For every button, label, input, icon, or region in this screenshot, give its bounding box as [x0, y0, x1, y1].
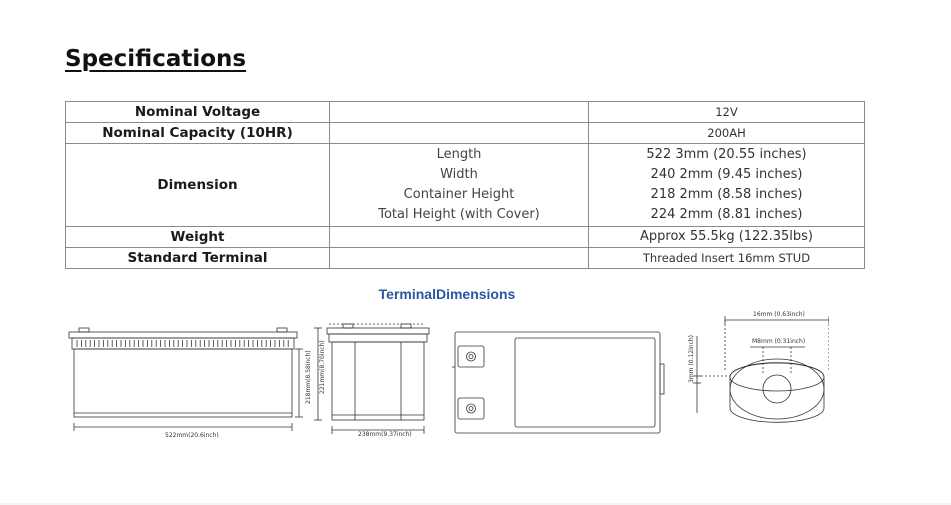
- dimension-name: Total Height (with Cover): [378, 207, 540, 222]
- spec-value: 12V: [588, 101, 865, 123]
- dimension-name: Container Height: [403, 187, 515, 202]
- table-row: Nominal Capacity (10HR) 200AH: [65, 122, 865, 144]
- dimension-name: Length: [436, 147, 482, 162]
- dimension-value: 240 2mm (9.45 inches): [650, 167, 803, 182]
- spec-label: Dimension: [65, 143, 330, 227]
- front-width-label: 522mm(20.6inch): [165, 432, 219, 439]
- battery-side-view: [326, 323, 430, 421]
- battery-front-view: [68, 327, 298, 418]
- battery-top-view: [452, 331, 665, 434]
- terminal-dimensions-figure: TerminalDimensions: [65, 287, 829, 440]
- dimension-value: 218 2mm (8.58 inches): [650, 187, 803, 202]
- figure-title: TerminalDimensions: [378, 286, 516, 302]
- table-row: Weight Approx 55.5kg (122.35lbs): [65, 226, 865, 248]
- dimension-value: 522 3mm (20.55 inches): [646, 147, 807, 162]
- side-height-label: 221mm(8.70inch): [319, 340, 326, 394]
- page-title: Specifications: [65, 46, 247, 72]
- spec-empty-cell: [329, 101, 589, 123]
- spec-empty-cell: [329, 226, 589, 248]
- table-row: Nominal Voltage 12V: [65, 101, 865, 123]
- spec-empty-cell: [329, 247, 589, 269]
- spec-label: Nominal Capacity (10HR): [65, 122, 330, 144]
- battery-ribs: [76, 340, 289, 347]
- terminal-outer-label: 16mm (0.63inch): [753, 311, 805, 318]
- spec-value: Threaded Insert 16mm STUD: [588, 247, 865, 269]
- table-row: Standard Terminal Threaded Insert 16mm S…: [65, 247, 865, 269]
- terminal-height-label: 3mm (0.12inch): [688, 335, 695, 383]
- dimension-name: Width: [440, 167, 478, 182]
- dimension-values: 522 3mm (20.55 inches) 240 2mm (9.45 inc…: [588, 143, 865, 227]
- spec-label: Standard Terminal: [65, 247, 330, 269]
- terminal-thread-label: M8mm (0.31inch): [752, 338, 805, 345]
- spec-table: Nominal Voltage 12V Nominal Capacity (10…: [65, 101, 865, 269]
- technical-drawing: 522mm(20.6inch) 238mm(9.37inch) 218mm(8.…: [68, 311, 829, 439]
- spec-value: Approx 55.5kg (122.35lbs): [588, 226, 865, 248]
- front-height-label: 218mm(8.58inch): [305, 350, 312, 404]
- dimension-value: 224 2mm (8.81 inches): [650, 207, 803, 222]
- spec-value: 200AH: [588, 122, 865, 144]
- table-row: Dimension Length Width Container Height …: [65, 143, 865, 227]
- spec-label: Weight: [65, 226, 330, 248]
- dimension-names: Length Width Container Height Total Heig…: [329, 143, 589, 227]
- side-width-label: 238mm(9.37inch): [358, 431, 412, 438]
- spec-empty-cell: [329, 122, 589, 144]
- terminal-insert-drawing: [693, 316, 829, 423]
- spec-label: Nominal Voltage: [65, 101, 330, 123]
